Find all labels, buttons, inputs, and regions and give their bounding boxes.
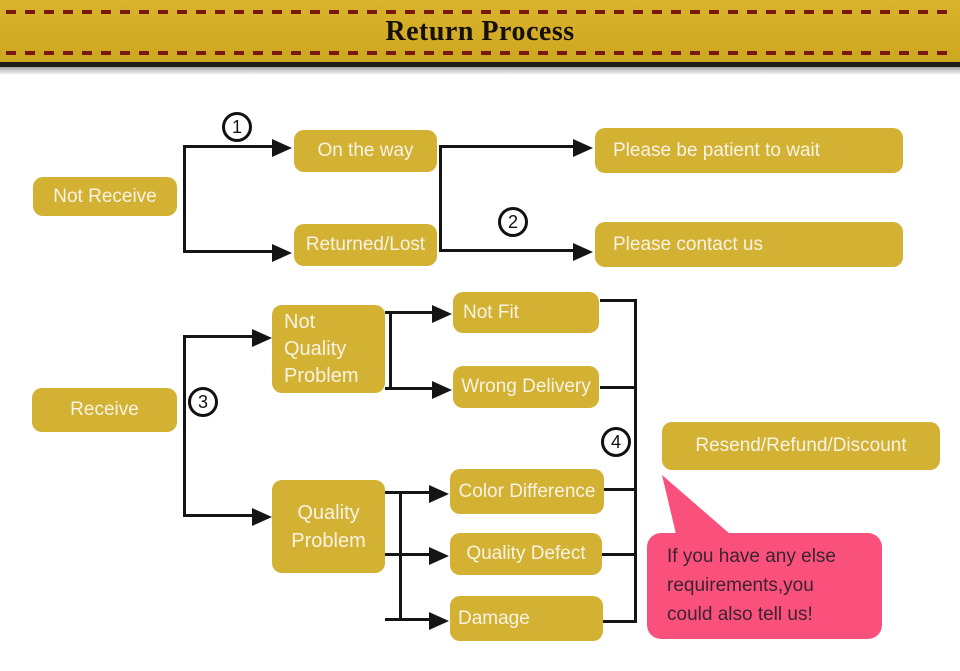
arrowhead-not-fit [432,305,452,323]
node-wrong-delivery: Wrong Delivery [453,366,599,408]
speech-bubble-line1: If you have any else [667,546,836,567]
connector-collector-rail [634,299,637,623]
stub-damage [602,620,636,623]
connector-to-returned-lost [183,250,273,253]
node-not-quality-problem-line1: Not [284,310,316,333]
step-circle-2: 2 [498,207,528,237]
node-color-difference: Color Difference [450,469,604,514]
node-resend-refund-discount: Resend/Refund/Discount [662,422,940,470]
speech-bubble-line3: could also tell us! [667,604,813,625]
arrowhead-quality-problem [252,508,272,526]
node-not-fit-label: Not Fit [463,301,519,323]
node-please-contact: Please contact us [595,222,903,267]
banner-shadow [0,67,960,75]
node-not-receive-label: Not Receive [53,185,157,207]
arrowhead-quality-defect [429,547,449,565]
connector-quality-bracket [399,491,402,621]
node-color-difference-label: Color Difference [458,480,596,502]
connector-to-color-difference [385,491,429,494]
connector-not-quality-bracket [389,311,392,390]
node-not-receive: Not Receive [33,177,177,216]
connector-not-receive-trunk [183,145,186,253]
connector-upper-right-trunk [439,145,442,252]
node-not-quality-problem-line2: Quality [284,337,347,360]
arrowhead-damage [429,612,449,630]
node-not-quality-problem-line3: Problem [284,364,359,387]
node-not-fit: Not Fit [453,292,599,333]
stub-quality-defect [602,553,636,556]
connector-to-damage [385,618,429,621]
header-banner: Return Process [0,0,960,62]
node-damage-label: Damage [458,607,530,629]
step-circle-3: 3 [188,387,218,417]
arrowhead-not-quality [252,329,272,347]
node-not-quality-problem: Not Quality Problem [272,305,385,393]
step-circle-1: 1 [222,112,252,142]
node-receive: Receive [32,388,177,432]
connector-to-wrong-delivery [385,387,432,390]
arrowhead-wrong-delivery [432,381,452,399]
node-please-wait-label: Please be patient to wait [613,139,821,161]
connector-to-not-quality [183,335,252,338]
banner-dash-bottom [6,51,954,55]
node-returned-lost-label: Returned/Lost [305,234,426,255]
node-please-contact-label: Please contact us [613,233,763,255]
speech-bubble: If you have any else requirements,you co… [647,533,882,639]
node-resend-refund-discount-label: Resend/Refund/Discount [695,435,907,456]
speech-bubble-tail [662,475,730,534]
node-returned-lost: Returned/Lost [294,224,437,266]
node-wrong-delivery-label: Wrong Delivery [461,376,591,397]
connector-to-not-fit [385,311,432,314]
banner-dash-top [6,10,954,14]
connector-to-please-contact [439,249,573,252]
node-quality-problem-line2: Problem [291,529,366,552]
step-circle-4: 4 [601,427,631,457]
node-quality-defect-label: Quality Defect [466,543,586,564]
arrowhead-please-wait [573,139,593,157]
speech-bubble-line2: requirements,you [667,575,814,596]
node-on-the-way-label: On the way [317,140,414,161]
page-title: Return Process [385,16,575,47]
node-on-the-way: On the way [294,130,437,172]
connector-to-quality-defect [385,553,429,556]
node-receive-label: Receive [70,399,139,420]
arrowhead-color-difference [429,485,449,503]
node-please-wait: Please be patient to wait [595,128,903,173]
connector-receive-trunk [183,335,186,517]
connector-to-quality-problem [183,514,252,517]
arrowhead-on-the-way [272,139,292,157]
connector-to-please-wait [439,145,573,148]
node-damage: Damage [450,596,603,641]
arrowhead-please-contact [573,243,593,261]
node-quality-problem: Quality Problem [272,480,385,573]
stub-not-fit [600,299,636,302]
banner-bottom-strip [0,62,960,67]
node-quality-defect: Quality Defect [450,533,602,575]
stub-wrong-delivery [600,386,636,389]
connector-to-on-the-way [183,145,273,148]
stub-color-difference [603,488,636,491]
node-quality-problem-line1: Quality [297,501,360,524]
arrowhead-returned-lost [272,244,292,262]
